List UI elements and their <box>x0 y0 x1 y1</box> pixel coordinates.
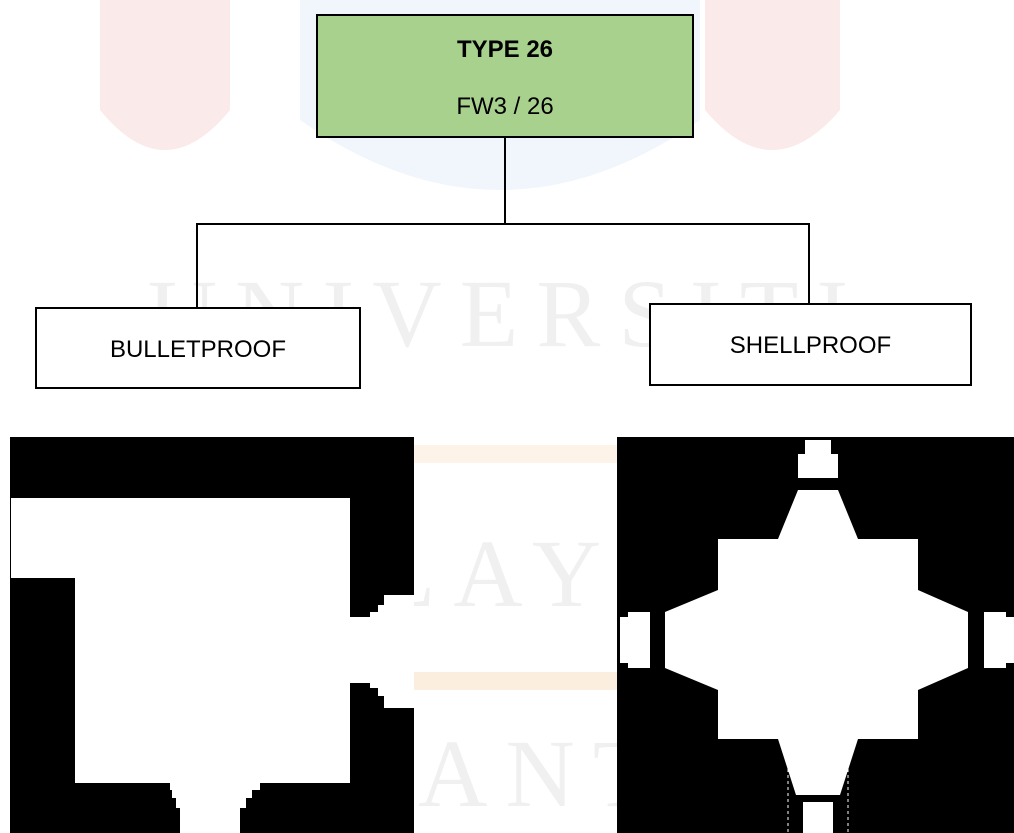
shellproof-node-box: SHELLPROOF <box>649 303 972 386</box>
shellproof-plan-port-right <box>984 612 1014 668</box>
shellproof-plan-embrasure-right <box>918 590 968 690</box>
bulletproof-plan-loophole-right <box>350 595 414 708</box>
watermark-red-right-shape <box>705 0 840 150</box>
shellproof-plan-embrasure-bottom <box>778 739 858 795</box>
bulletproof-plan-loophole-bottom <box>170 783 260 833</box>
shellproof-plan-embrasure-left <box>665 590 718 690</box>
root-node-box: TYPE 26 FW3 / 26 <box>316 14 694 138</box>
shellproof-node-label: SHELLPROOF <box>729 332 892 359</box>
shellproof-plan-port-left <box>620 612 650 668</box>
bulletproof-plan-chamber <box>11 498 350 783</box>
shellproof-plan-chamber <box>718 539 918 739</box>
root-node-subtitle: FW3 / 26 <box>456 93 554 120</box>
root-node-title: TYPE 26 <box>456 36 554 63</box>
shellproof-plan-embrasure-top <box>778 490 858 539</box>
shellproof-plan-port-bottom <box>803 802 833 833</box>
shellproof-plan-port-top <box>798 440 838 478</box>
watermark-red-left-shape <box>100 0 230 150</box>
bulletproof-node-box: BULLETPROOF <box>35 307 361 389</box>
bulletproof-node-label: BULLETPROOF <box>109 336 287 363</box>
